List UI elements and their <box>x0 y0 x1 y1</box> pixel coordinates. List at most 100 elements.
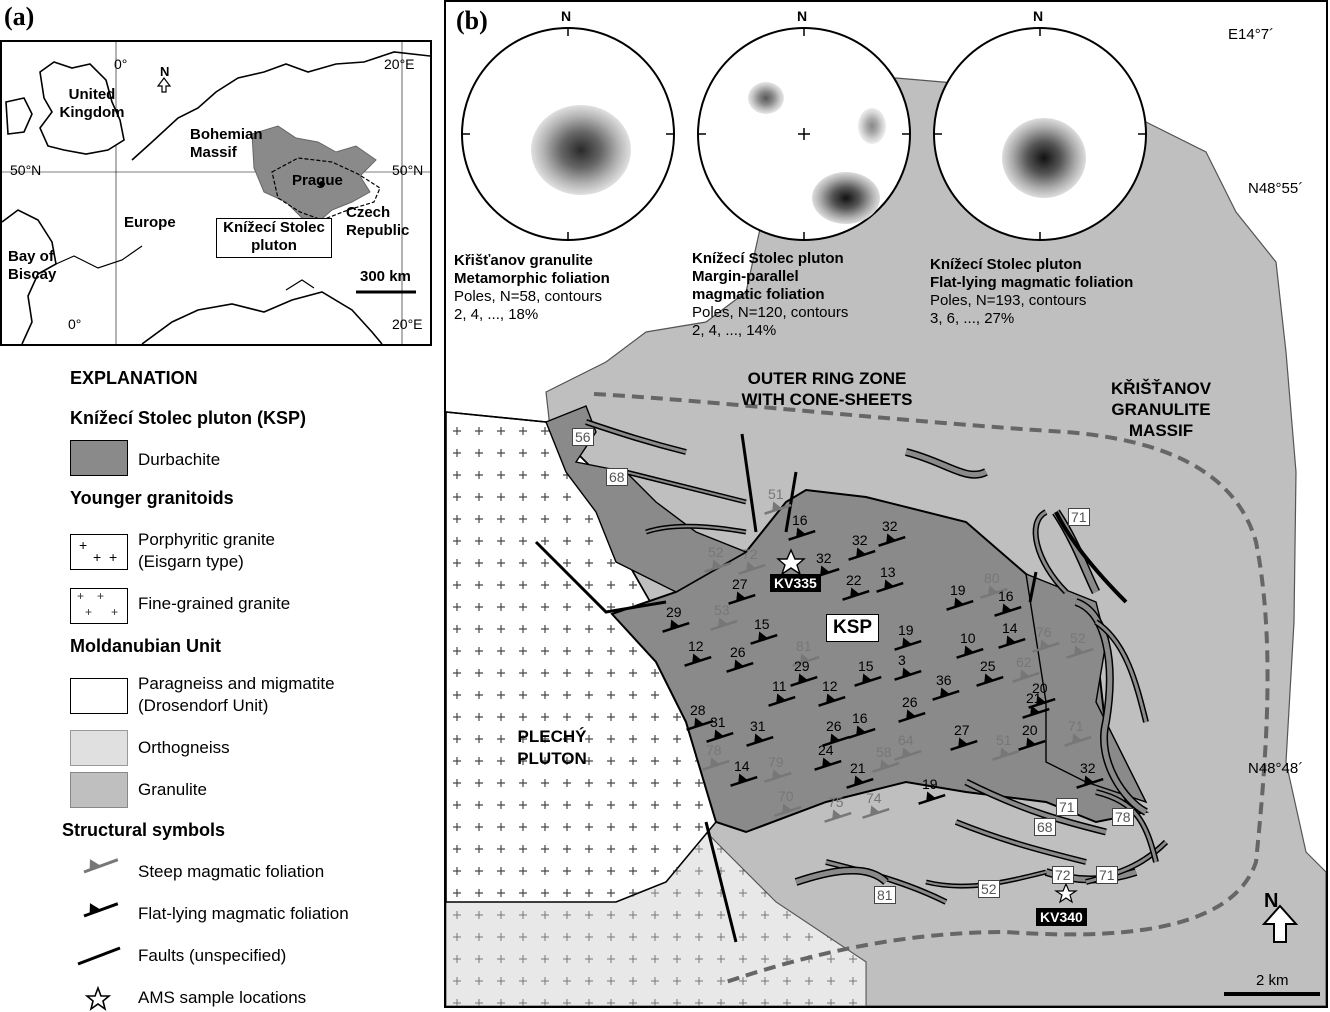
ireland-outline <box>5 97 33 135</box>
steep-foliation-mark <box>824 809 852 823</box>
durbachite-swatch <box>70 440 128 476</box>
lon-0-bottom: 0° <box>68 316 82 332</box>
boxed-dip-label: 71 <box>1096 866 1118 884</box>
map-north-label-b: N <box>1264 890 1279 912</box>
kristanov-label: KŘIŠŤANOV GRANULITE MASSIF <box>1086 378 1236 441</box>
steep-dip-label: 81 <box>796 638 812 654</box>
biscay-label: Bay of Biscay <box>8 248 57 283</box>
flat-foliation-mark <box>842 587 870 601</box>
flat-foliation-mark <box>684 653 712 667</box>
flat-dip-label: 31 <box>750 718 766 734</box>
coord-lon: E14°7´ <box>1228 26 1275 43</box>
flat-foliation-mark <box>662 619 690 633</box>
flat-foliation-mark <box>706 729 734 743</box>
lon-0-top: 0° <box>114 56 128 72</box>
flat-dip-label: 11 <box>772 678 787 694</box>
steep-foliation-mark <box>792 653 820 667</box>
flat-dip-label: 31 <box>710 714 726 730</box>
flat-dip-label: 36 <box>936 672 952 688</box>
steep-foliation-mark <box>764 501 792 515</box>
flat-dip-label: 3 <box>898 652 906 668</box>
flat-foliation-mark <box>878 533 906 547</box>
steep-dip-label: 71 <box>1068 718 1084 734</box>
steep-dip-label: 72 <box>742 546 758 562</box>
kv340-star <box>1054 882 1078 904</box>
faults-label: Faults (unspecified) <box>138 946 287 965</box>
flat-dip-label: 20 <box>1022 722 1038 738</box>
ams-star-symbol <box>84 985 112 1011</box>
flat-foliation-mark <box>822 733 850 747</box>
stereonet-1-north: N <box>561 8 572 24</box>
fault-4 <box>1028 571 1038 603</box>
fault-3 <box>784 471 798 533</box>
flat-dip-label: 32 <box>852 532 868 548</box>
flat-foliation-mark <box>726 659 754 673</box>
steep-foliation-mark <box>872 759 900 773</box>
legend-younger-heading: Younger granitoids <box>70 488 234 508</box>
flat-foliation-mark <box>894 667 922 681</box>
flat-dip-label: 16 <box>792 512 808 528</box>
boxed-dip-label: 68 <box>606 468 628 486</box>
coord-lat-2: N48°48´ <box>1248 760 1304 777</box>
kv335-label: KV335 <box>770 574 821 592</box>
steep-dip-label: 75 <box>828 794 844 810</box>
steep-label: Steep magmatic foliation <box>138 862 325 881</box>
flat-foliation-mark <box>814 757 842 771</box>
kristanov-label-2: GRANULITE <box>1111 400 1211 419</box>
flat-dip-label: 28 <box>690 702 706 718</box>
steep-foliation-mark <box>704 559 732 573</box>
stereonet-2-title3: magmatic foliation <box>692 286 825 303</box>
steep-dip-label: 79 <box>768 754 784 770</box>
cone-sheet-12 <box>1054 511 1128 604</box>
prague-label: Prague <box>292 172 343 189</box>
fault-2 <box>740 433 758 533</box>
flat-dip-label: 22 <box>846 572 862 588</box>
steep-foliation-mark <box>894 747 922 761</box>
flat-foliation-mark <box>918 791 946 805</box>
flat-foliation-mark <box>728 591 756 605</box>
paragneiss-swatch <box>70 678 128 714</box>
flat-foliation-mark <box>998 635 1026 649</box>
legend-ksp-heading: Knížecí Stolec pluton (KSP) <box>70 408 307 428</box>
steep-dip-label: 51 <box>996 732 1012 748</box>
flat-foliation-mark <box>768 693 796 707</box>
flat-foliation-mark <box>848 547 876 561</box>
stereonet-1 <box>461 27 675 241</box>
orthogneiss-label: Orthogneiss <box>138 738 230 757</box>
flat-dip-label: 15 <box>858 658 874 674</box>
plechy-label-2: PLUTON <box>517 749 587 768</box>
steep-foliation-mark <box>1032 639 1060 653</box>
steep-foliation-mark <box>710 617 738 631</box>
outer-ring-boundary <box>593 392 1270 984</box>
paragneiss-label-2: (Drosendorf Unit) <box>138 696 269 715</box>
kristanov-label-1: KŘIŠŤANOV <box>1110 379 1212 398</box>
porphyritic-label-2: (Eisgarn type) <box>138 552 244 571</box>
czech-label: Czech Republic <box>346 204 410 239</box>
czech-border <box>271 157 381 221</box>
steep-dip-label: 62 <box>1016 654 1032 670</box>
flat-dip-label: 26 <box>902 694 918 710</box>
boxed-dip-label: 68 <box>1034 818 1056 836</box>
steep-dip-label: 51 <box>768 486 784 502</box>
north-arrow <box>1261 904 1299 943</box>
map-north-label: N <box>160 64 170 79</box>
fault-1 <box>534 540 667 614</box>
panel-a-label: (a) <box>4 2 35 31</box>
flat-dip-label: 32 <box>1080 760 1096 776</box>
stereonet-1-title1: Křišťanov granulite <box>454 252 593 269</box>
steep-foliation-mark <box>992 747 1020 761</box>
flat-dip-label: 32 <box>816 550 832 566</box>
lon-20e-bottom: 20°E <box>392 316 423 332</box>
steep-foliation-mark <box>764 769 792 783</box>
stereonet-3-title1: Knížecí Stolec pluton <box>930 256 1082 273</box>
stereonet-3-caption: Knížecí Stolec pluton Flat-lying magmati… <box>930 256 1133 328</box>
flat-dip-label: 16 <box>852 710 868 726</box>
location-map: N 0° 20°E 50°N 50°N 0° 20°E United Kingd… <box>0 40 432 346</box>
steep-foliation-mark <box>862 805 890 819</box>
continent-coast <box>131 51 430 161</box>
bohemian-label: Bohemian Massif <box>190 126 263 161</box>
boxed-dip-label: 71 <box>1068 508 1090 526</box>
flat-foliation-mark <box>946 597 974 611</box>
boxed-dip-label: 71 <box>1056 798 1078 816</box>
flat-foliation-mark <box>1018 737 1046 751</box>
